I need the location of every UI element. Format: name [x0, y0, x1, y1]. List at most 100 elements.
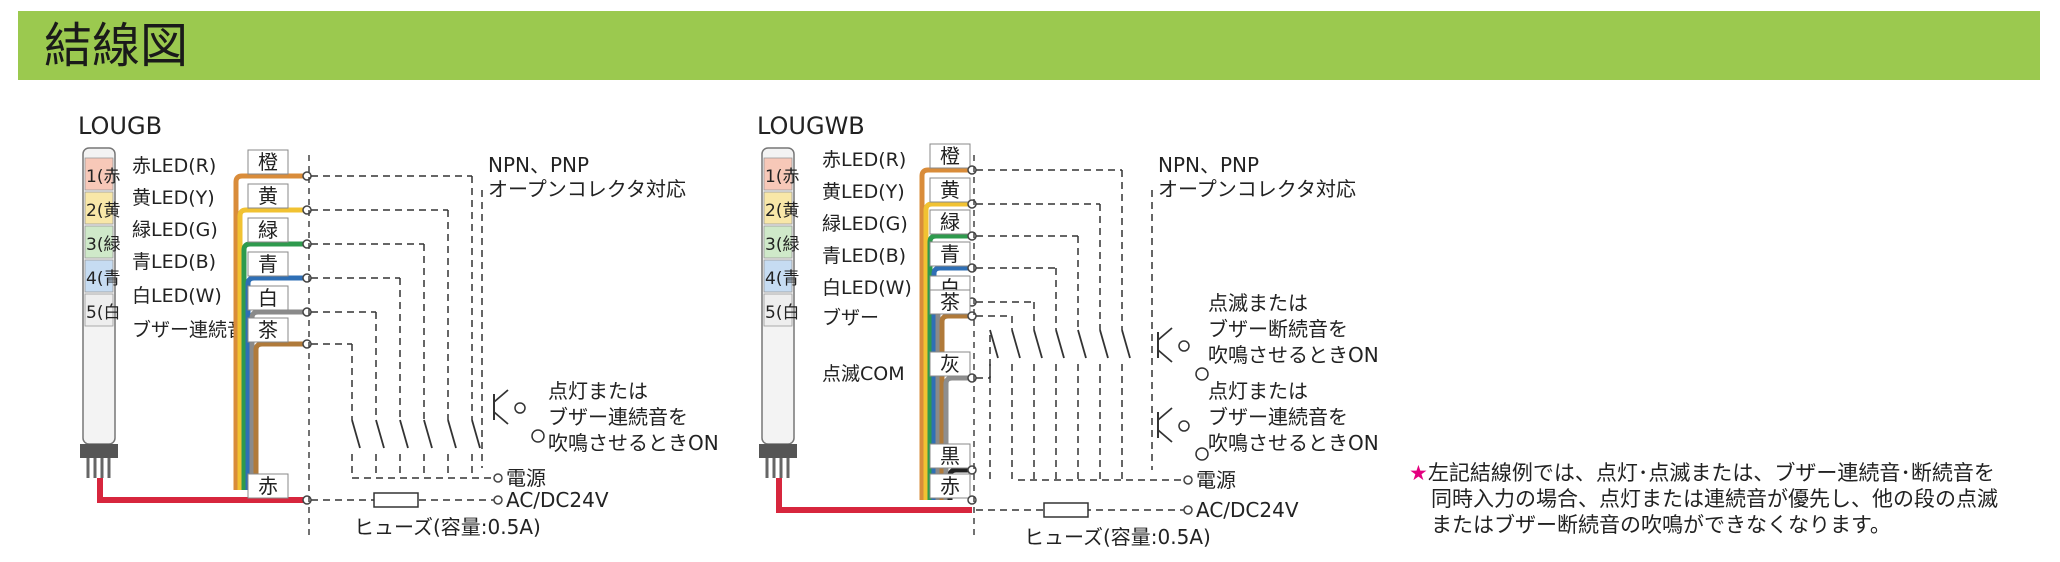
lougb-tier-label-2: 2(黄 — [86, 201, 120, 221]
lougwb-power-label: 電源 — [1196, 468, 1236, 492]
lougwb-signal-label-6: ブザー — [822, 306, 879, 329]
lougb-wire-box-2 — [247, 183, 289, 209]
lougwb-fuse-label: ヒューズ(容量:0.5A) — [1024, 525, 1211, 549]
lougb-wire-color-3: 緑 — [258, 218, 278, 242]
lougb-switch-note-line-1: 点灯または — [548, 379, 648, 403]
lougwb-blink-note-line-1: 点滅または — [1208, 291, 1308, 315]
lougwb-switch-5 — [1033, 329, 1043, 359]
lougb-signal-label-6: ブザー連続音 — [132, 318, 246, 341]
lougwb-tier-3 — [763, 225, 793, 259]
lougb-wire-box-6 — [247, 317, 289, 343]
lougwb-tr-0-collector — [1157, 327, 1173, 341]
lougb-switch-3 — [423, 419, 433, 449]
lougwb-wire-color-1: 橙 — [940, 144, 960, 168]
lougb-switch-note-line-3: 吹鳴させるときON — [548, 431, 719, 455]
lougwb-wire-box-6 — [929, 289, 971, 315]
lougwb-fuse — [1043, 502, 1089, 518]
lougb-terminal-1 — [302, 171, 312, 181]
lougb-wire-box-5 — [247, 285, 289, 311]
lougb-signal-label-5: 白LED(W) — [132, 285, 222, 307]
lougwb-power-terminal — [1183, 475, 1193, 485]
lougb-terminal-4 — [302, 273, 312, 283]
lougb-wire-box-7 — [247, 473, 289, 499]
lougb-switch-5 — [375, 419, 385, 449]
section-title: 結線図 — [44, 18, 189, 74]
lougwb-tr-0-emitter — [1157, 349, 1173, 363]
lougb-signal-label-3: 緑LED(G) — [132, 219, 218, 241]
lougwb-model-label: LOUGWB — [757, 112, 865, 140]
lougb-tier-label-1: 1(赤 — [86, 167, 120, 187]
lougwb-switch-1 — [1121, 329, 1131, 359]
lougb-tier-4 — [84, 259, 114, 293]
lougwb-terminal-3 — [967, 231, 977, 241]
lougb-wire-6 — [253, 341, 307, 490]
priority-note: ★左記結線例では、点灯･点滅または、ブザー連続音･断続音を 同時入力の場合、点灯… — [1409, 460, 2049, 538]
lougb-tr-0-plus — [531, 429, 545, 443]
lougwb-wire-4 — [931, 265, 972, 500]
lougb-output-type-line-2: オープンコレクタ対応 — [488, 177, 686, 201]
lougb-signal-label-4: 青LED(B) — [132, 251, 216, 273]
lougb-tr-0-minus — [514, 402, 526, 414]
lougwb-supply-terminal — [1183, 505, 1193, 515]
lougwb-wire-box-7 — [929, 351, 971, 377]
lougwb-tier-5 — [763, 293, 793, 327]
lougb-switch-6 — [351, 419, 361, 449]
star-mark: ★ — [1409, 461, 1428, 485]
lougb-tier-1 — [84, 157, 114, 191]
lougwb-wire-2 — [923, 201, 972, 500]
lougb-wire-box-1 — [247, 149, 289, 175]
lougwb-tower-base — [759, 444, 797, 458]
lougb-tier-label-5: 5(白 — [86, 303, 120, 323]
lougb-tier-label-4: 4(青 — [86, 269, 120, 289]
lougwb-wire-color-3: 緑 — [940, 210, 960, 234]
lougb-wire-color-1: 橙 — [258, 150, 278, 174]
lougwb-wire-red — [776, 478, 972, 513]
note-line-3: またはブザー断続音の吹鳴ができなくなります。 — [1431, 513, 1891, 537]
lougb-wire-2 — [237, 207, 307, 490]
lougb-supply-label: AC/DC24V — [506, 488, 609, 512]
lougb-tr-0-collector — [493, 389, 509, 403]
lougb-terminal-3 — [302, 239, 312, 249]
note-line-2: 同時入力の場合、点灯または連続音が優先し、他の段の点滅 — [1431, 487, 1998, 511]
lougwb-switch-6 — [1011, 329, 1021, 359]
lougwb-signal-label-7: 点滅COM — [822, 363, 905, 385]
lougwb-wire-box-8 — [929, 443, 971, 469]
lougb-signal-label-1: 赤LED(R) — [132, 155, 216, 177]
lougb-wire-1 — [233, 173, 307, 490]
lougwb-tier-label-4: 4(青 — [765, 269, 799, 289]
lougwb-terminal-7 — [967, 373, 977, 383]
lougb-signal-label-2: 黄LED(Y) — [132, 187, 215, 209]
lougwb-wire-color-8: 黒 — [940, 444, 960, 468]
lougwb-signal-label-3: 緑LED(G) — [822, 213, 908, 235]
lougwb-wire-color-2: 黄 — [940, 178, 960, 202]
lougwb-tr-1-collector — [1157, 407, 1173, 421]
lougb-fuse — [373, 492, 419, 508]
lougb-wire-box-3 — [247, 217, 289, 243]
lougwb-switch-7 — [989, 329, 999, 359]
lougb-terminal-5 — [302, 307, 312, 317]
lougb-wire-color-5: 白 — [258, 286, 278, 310]
lougb-switch-4 — [399, 419, 409, 449]
lougb-power-terminal — [493, 473, 503, 483]
lougwb-tier-1 — [763, 157, 793, 191]
lougb-wire-color-7: 赤 — [258, 474, 278, 498]
lougb-switch-1 — [471, 419, 481, 449]
lougwb-wire-color-7: 灰 — [940, 352, 960, 376]
lougwb-wire-box-9 — [929, 473, 971, 499]
lougwb-terminal-2 — [967, 199, 977, 209]
lougwb-tr-0-plus — [1195, 367, 1209, 381]
lougwb-output-type-line-1: NPN、PNP — [1158, 153, 1259, 177]
lougwb-terminal-9 — [967, 495, 977, 505]
section-header: 結線図 — [18, 11, 2040, 80]
lougwb-wire-7 — [943, 375, 972, 500]
lougwb-wire-1 — [919, 167, 972, 500]
lougwb-terminal-8 — [967, 465, 977, 475]
lougwb-tier-label-1: 1(赤 — [765, 167, 799, 187]
lougb-tr-0-emitter — [493, 411, 509, 425]
lougwb-tr-1-minus — [1178, 420, 1190, 432]
lougwb-wire-box-2 — [929, 177, 971, 203]
lougwb-switch-4 — [1055, 329, 1065, 359]
lougb-terminal-2 — [302, 205, 312, 215]
lougwb-blink-note-line-2: ブザー断続音を — [1208, 317, 1348, 341]
lougwb-wire-box-4 — [929, 241, 971, 267]
